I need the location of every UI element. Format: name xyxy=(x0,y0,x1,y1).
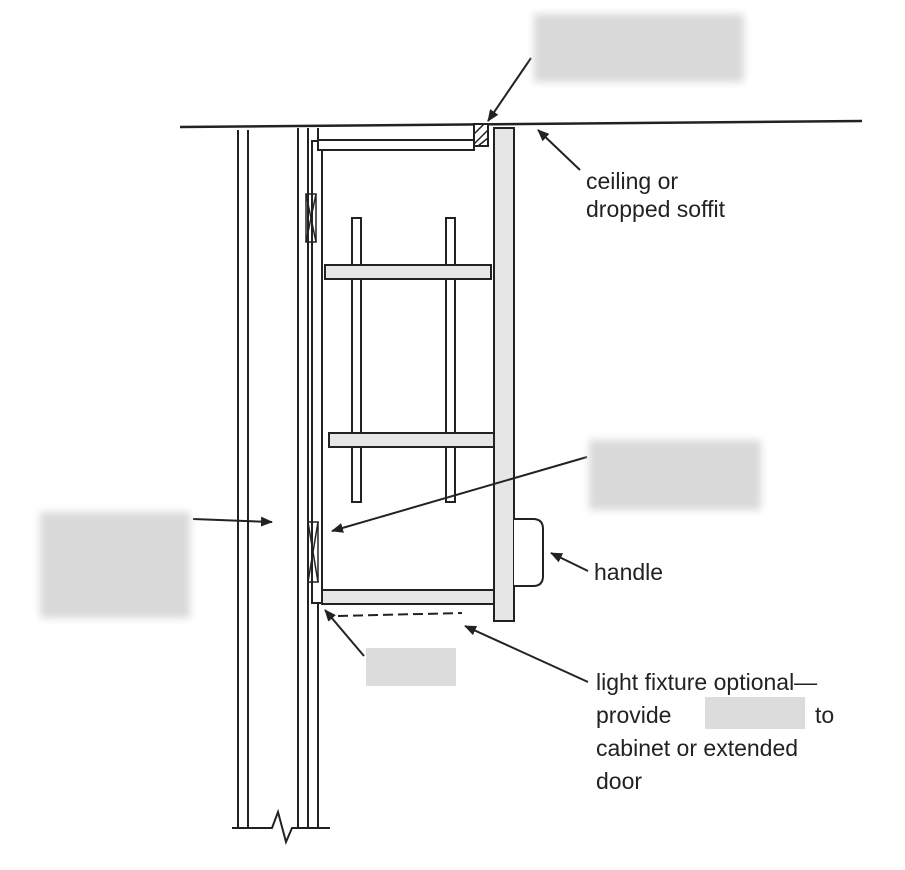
shelf-upper xyxy=(324,264,492,280)
light-fixture-label-line4: door xyxy=(596,768,642,794)
shelf-standard-left xyxy=(351,217,362,503)
top-filler-block xyxy=(473,123,489,147)
light-fixture-label-line2a: provide xyxy=(596,702,671,728)
break-symbol xyxy=(232,808,330,846)
hidden-label-top xyxy=(534,14,744,82)
cabinet-door xyxy=(493,127,515,622)
leader-handle xyxy=(550,552,589,572)
shelf-standard-right xyxy=(445,217,456,503)
ceiling-label-line1: ceiling or xyxy=(586,168,678,194)
light-fixture-dashed xyxy=(337,612,463,617)
handle-label: handle xyxy=(594,559,663,585)
leader-top-filler xyxy=(487,57,532,122)
shelf-middle xyxy=(328,432,496,448)
hidden-label-bottom xyxy=(366,648,456,686)
ceiling-label-line2: dropped soffit xyxy=(586,196,726,222)
leader-bottom xyxy=(324,609,365,657)
cabinet-top xyxy=(317,139,475,151)
hidden-label-right xyxy=(589,440,761,510)
leader-blocking xyxy=(331,456,588,533)
leader-light-fixture xyxy=(464,625,589,683)
hidden-label-inline xyxy=(705,697,805,729)
hidden-label-left xyxy=(40,512,190,618)
leader-ceiling xyxy=(537,129,581,171)
ceiling-line xyxy=(179,119,863,129)
cabinet-back-panel xyxy=(311,140,323,604)
door-handle xyxy=(514,518,544,587)
light-fixture-label-line1: light fixture optional— xyxy=(596,669,817,695)
cabinet-bottom xyxy=(321,589,499,605)
light-fixture-label-line3: cabinet or extended xyxy=(596,735,798,761)
wall-blocking xyxy=(305,193,319,583)
light-fixture-label-line2b: to xyxy=(815,702,834,728)
leader-wall xyxy=(192,516,273,527)
